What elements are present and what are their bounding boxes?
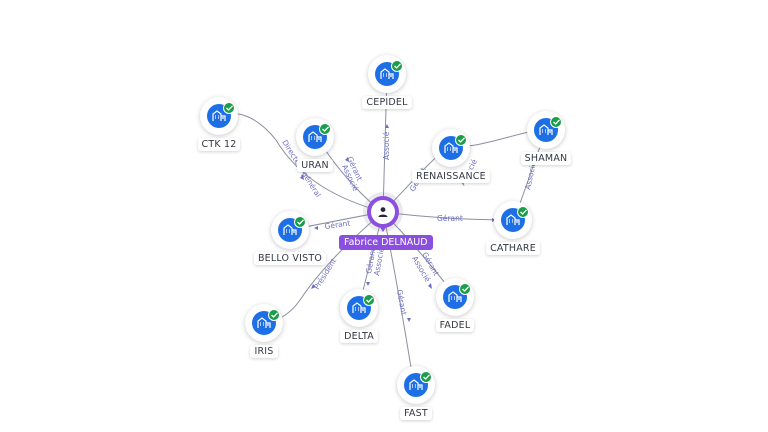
person-name-label: Fabrice DELNAUD — [339, 235, 433, 250]
person-icon — [371, 200, 395, 224]
node-label: CEPIDEL — [362, 96, 412, 109]
arrow-fast — [407, 318, 411, 322]
node-label: SHAMAN — [520, 152, 572, 165]
arrow-uran — [345, 157, 349, 162]
check-icon — [550, 116, 562, 128]
check-icon — [319, 123, 331, 135]
check-icon — [223, 102, 235, 114]
arrow-ctk12 — [300, 174, 304, 180]
check-icon — [294, 216, 306, 228]
node-label: DELTA — [340, 330, 378, 343]
check-icon — [420, 371, 432, 383]
check-icon — [268, 309, 280, 321]
check-icon — [391, 60, 403, 72]
edge-label-cepidel: Associé — [382, 131, 391, 160]
node-label: IRIS — [250, 345, 278, 358]
check-icon — [363, 294, 375, 306]
check-icon — [455, 134, 467, 146]
arrow-iris — [311, 284, 316, 289]
node-label: FADEL — [435, 319, 475, 332]
node-label: FAST — [400, 407, 432, 420]
edge-label-bellovisto: Gérant — [324, 218, 351, 231]
arrow-cepidel — [385, 124, 389, 128]
arrow-delta — [366, 282, 370, 286]
arrow-fadel — [428, 283, 432, 289]
edge-label-fast: Gérant — [395, 289, 408, 316]
edge-label-cathare: Gérant — [437, 214, 463, 223]
edge-fast — [382, 211, 415, 387]
node-label: URAN — [297, 159, 333, 172]
node-label: BELLO VISTO — [253, 252, 327, 265]
node-label: CATHARE — [486, 242, 540, 255]
arrow-bellovisto — [314, 226, 318, 230]
check-icon — [459, 283, 471, 295]
person-pin-tip — [378, 224, 388, 232]
edge-label-delta-1: Gérant — [364, 247, 377, 274]
node-label: RENAISSANCE — [412, 170, 490, 183]
check-icon — [517, 206, 529, 218]
node-label: CTK 12 — [197, 138, 241, 151]
edge-ctk12 — [219, 112, 384, 213]
person-ring — [367, 196, 399, 228]
